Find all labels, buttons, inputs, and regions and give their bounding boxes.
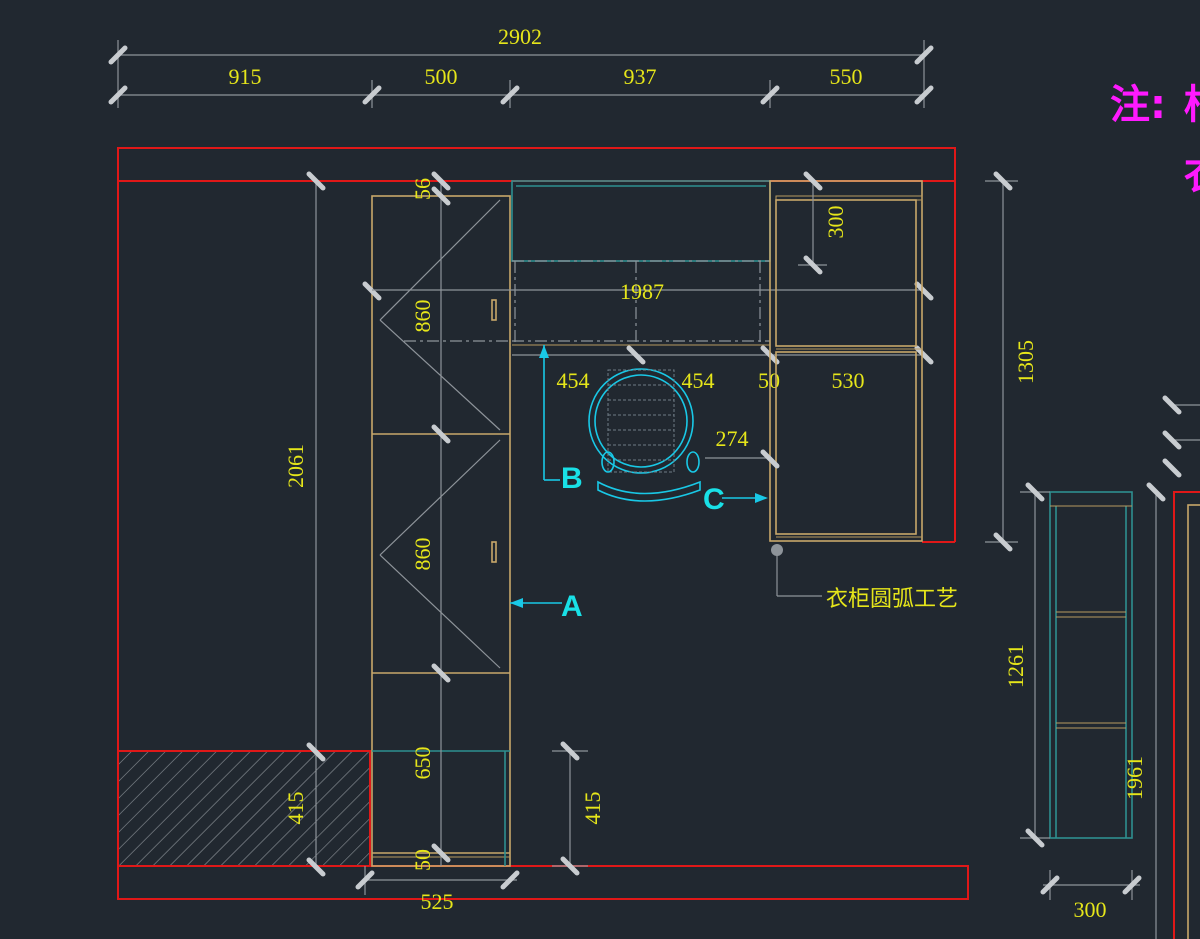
arc-callout-leader: [771, 544, 822, 597]
hatched-wall-area: [119, 752, 369, 865]
room-walls: [117, 147, 969, 900]
left-height-dimension: [306, 171, 326, 877]
segment-label-3: 937: [624, 64, 657, 89]
note-line-2: 衣: [1184, 152, 1200, 198]
marker-a-label: A: [561, 590, 583, 623]
side-elevation: [1020, 395, 1200, 939]
hatch-depth-label: 415: [283, 792, 308, 825]
desk-cabinet: [372, 180, 934, 365]
marker-a-arrow: [510, 598, 562, 608]
wardrobe-lower-label: 650: [410, 747, 435, 780]
elevation-height-label: 1261: [1003, 644, 1028, 688]
floor-gap-label: 415: [580, 792, 605, 825]
marker-b-arrow: [539, 345, 560, 481]
desk-length-label: 1987: [620, 279, 664, 304]
wardrobe-depth-label: 525: [421, 889, 454, 914]
wardrobe: [362, 171, 511, 867]
marker-b-label: B: [561, 462, 583, 495]
right-cabinet: [760, 171, 923, 542]
wardrobe-top-label: 56: [410, 178, 435, 200]
note-title: 注:: [1110, 82, 1166, 128]
note-line-1: 柜: [1184, 82, 1200, 128]
marker-c-arrow: [722, 493, 768, 503]
top-dimension-lines: [108, 40, 934, 108]
wardrobe-middle-label: 860: [410, 538, 435, 571]
desk-gap-label: 50: [758, 368, 780, 393]
left-height-label: 2061: [283, 444, 308, 488]
elevation-width-label: 300: [1074, 897, 1107, 922]
marker-c-label: C: [703, 483, 725, 516]
desk-offset-label: 274: [716, 426, 749, 451]
wardrobe-upper-label: 860: [410, 300, 435, 333]
segment-label-1: 915: [229, 64, 262, 89]
wardrobe-bottom-label: 50: [410, 849, 435, 871]
segment-label-2: 500: [425, 64, 458, 89]
elevation-total-label: 1961: [1122, 756, 1147, 800]
arc-callout-text: 衣柜圆弧工艺: [826, 587, 958, 612]
desk-side-label: 530: [832, 368, 865, 393]
segment-label-4: 550: [830, 64, 863, 89]
right-height-dimension: [985, 171, 1018, 552]
chair: [588, 368, 701, 502]
floor-gap-dimension: [552, 741, 588, 876]
right-height-label: 1305: [1013, 340, 1038, 384]
overall-width-label: 2902: [498, 24, 542, 49]
desk-depth-2-label: 454: [682, 368, 715, 393]
desk-depth-1-label: 454: [557, 368, 590, 393]
wardrobe-depth-dimension: [355, 866, 520, 895]
shelf-height-label: 300: [823, 206, 848, 239]
